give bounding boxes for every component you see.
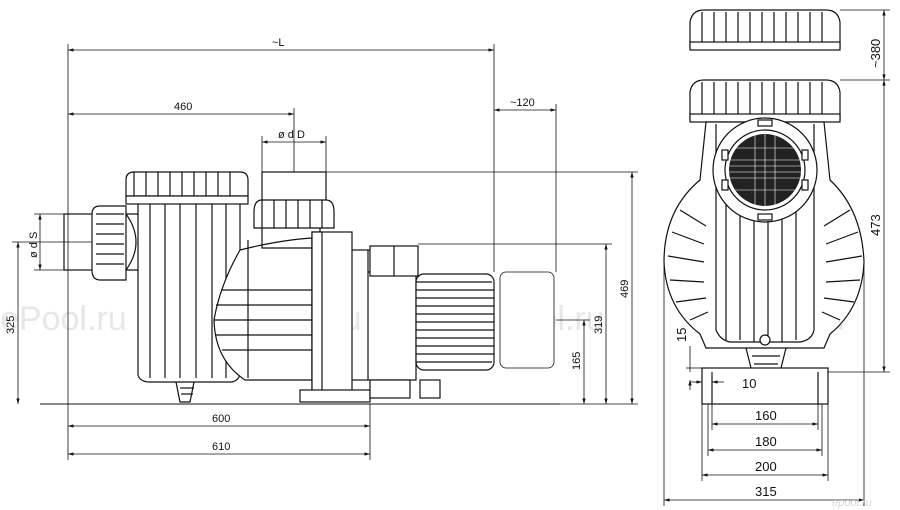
label-315: 315 — [755, 484, 777, 499]
front-view-dimensions — [663, 9, 890, 506]
label-160: 160 — [755, 408, 777, 423]
side-view — [40, 171, 560, 405]
label-600: 600 — [212, 413, 230, 425]
detached-lid — [689, 9, 841, 51]
label-380: ~380 — [868, 39, 883, 68]
suction-port — [712, 117, 818, 223]
label-610: 610 — [212, 441, 230, 453]
electric-motor — [367, 245, 495, 399]
label-473: 473 — [868, 214, 883, 236]
side-view-labels: ~L 460 ~120 ø d D ø d S 325 469 319 165 … — [5, 37, 631, 453]
label-180: 180 — [755, 434, 777, 449]
fan-cover-clearance — [499, 271, 555, 369]
side-view-dimensions — [12, 44, 638, 460]
front-view-labels: ~380 473 15 10 160 180 200 315 — [674, 39, 883, 499]
label-325: 325 — [5, 316, 17, 334]
front-view — [663, 9, 865, 405]
label-460: 460 — [174, 101, 192, 113]
pump-volute — [213, 237, 313, 381]
site-logo: epool.ru — [832, 497, 872, 509]
discharge-outlet — [253, 171, 335, 249]
suction-inlet — [63, 205, 138, 281]
label-dS: ø d S — [28, 232, 40, 258]
label-L: ~L — [272, 37, 285, 49]
label-15: 15 — [674, 328, 689, 342]
label-120: ~120 — [510, 97, 535, 109]
label-469: 469 — [619, 280, 631, 298]
strainer-housing — [125, 171, 249, 403]
strainer-lid — [689, 79, 841, 123]
watermark-1: ePool.ru — [0, 300, 127, 338]
motor-bracket — [299, 231, 371, 403]
label-319: 319 — [593, 316, 605, 334]
label-165: 165 — [571, 352, 583, 370]
base-feet — [701, 367, 829, 405]
label-dD: ø d D — [278, 129, 305, 141]
label-10: 10 — [742, 376, 756, 391]
label-200: 200 — [755, 459, 777, 474]
